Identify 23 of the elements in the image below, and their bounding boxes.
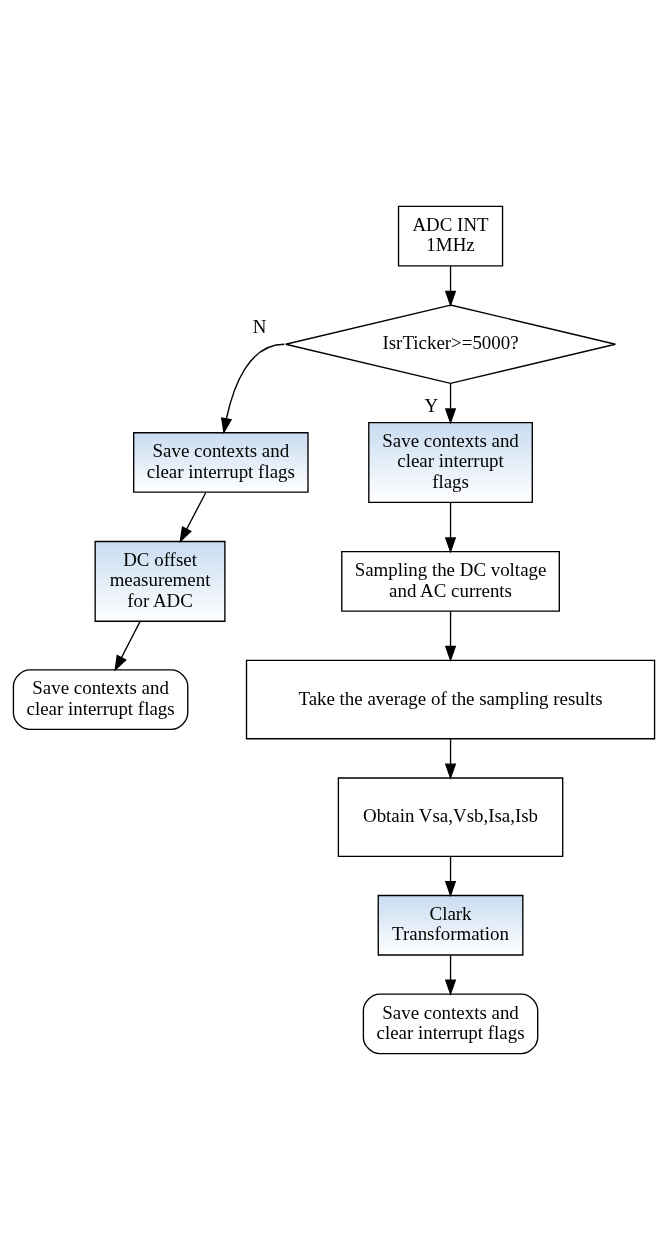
arrow: [444, 610, 457, 662]
node-box: ADC INT 1MHz: [397, 205, 504, 267]
node-box: Obtain Vsa,Vsb,Isa,Isb: [337, 776, 564, 857]
node-box: Save contexts and clear interrupt flags: [368, 421, 533, 503]
arrow: [179, 491, 207, 543]
node-box: Save contexts and clear interrupt flags: [362, 992, 539, 1054]
edge-label: Y: [424, 394, 439, 416]
arrow: [444, 265, 457, 307]
node-box: Save contexts and clear interrupt flags: [133, 431, 309, 493]
edge-label: N: [252, 315, 267, 337]
arrow: [444, 855, 457, 897]
node-box: Sampling the DC voltage and AC currents: [341, 550, 560, 612]
arrow: [444, 382, 457, 424]
arrow: [444, 954, 457, 996]
node-box: Clark Transformation: [377, 894, 524, 956]
arrow: [444, 738, 457, 780]
node-box: Take the average of the sampling results: [245, 659, 656, 739]
node-diamond: IsrTicker>=5000?: [285, 303, 617, 384]
arrow: [114, 620, 141, 672]
arrow: [444, 501, 457, 553]
arrow: [220, 343, 285, 434]
node-box: DC offset measurement for ADC: [94, 540, 226, 622]
node-box: Save contexts and clear interrupt flags: [12, 668, 189, 730]
